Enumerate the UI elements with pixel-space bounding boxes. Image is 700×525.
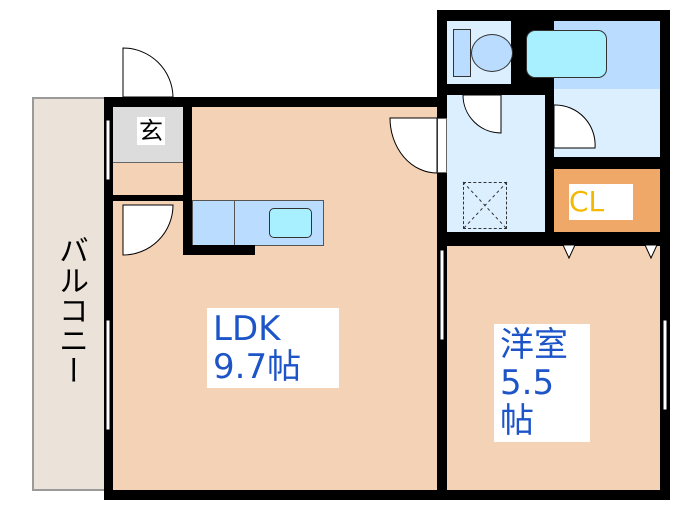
kitchen-divider [234,200,235,246]
entrance-inner-door-icon [122,204,174,256]
wall [113,195,185,201]
tub-outline-icon [526,30,607,78]
wall [660,10,670,500]
western-size: 5.5帖 [500,363,555,441]
wall [104,490,670,500]
entrance-label: 玄 [137,117,165,145]
ldk-label: LDK 9.7帖 [207,308,339,388]
washer-space-icon [463,182,507,229]
window-icon [439,249,445,341]
wall [183,245,255,255]
wall [104,97,445,107]
closet-door-right-icon [644,244,658,260]
ldk-size: 9.7帖 [213,347,302,387]
western-name: 洋室 [500,325,568,365]
wall [437,232,447,492]
closet-door-left-icon [562,244,576,260]
western-label: 洋室 5.5帖 [494,324,590,442]
window-icon [105,119,111,181]
toilet-door-icon [462,94,502,134]
wall [104,97,113,500]
bath-door-icon [553,104,596,149]
ldk-name: LDK [213,309,281,349]
closet-label: CL [569,184,633,220]
wall [437,232,670,245]
wall [183,107,192,255]
entrance-door-icon [122,47,174,98]
room-ldk [110,104,443,494]
balcony [32,97,106,491]
washer-x-icon [462,181,508,230]
kitchen-counter [192,200,324,246]
window-icon [662,319,668,411]
window-icon [105,319,111,431]
toilet-tank-icon [453,29,471,77]
washroom-door-icon [389,117,438,174]
sink-icon [269,208,312,238]
balcony-label: バルコニー [53,235,88,385]
toilet-bowl-icon [471,34,513,72]
